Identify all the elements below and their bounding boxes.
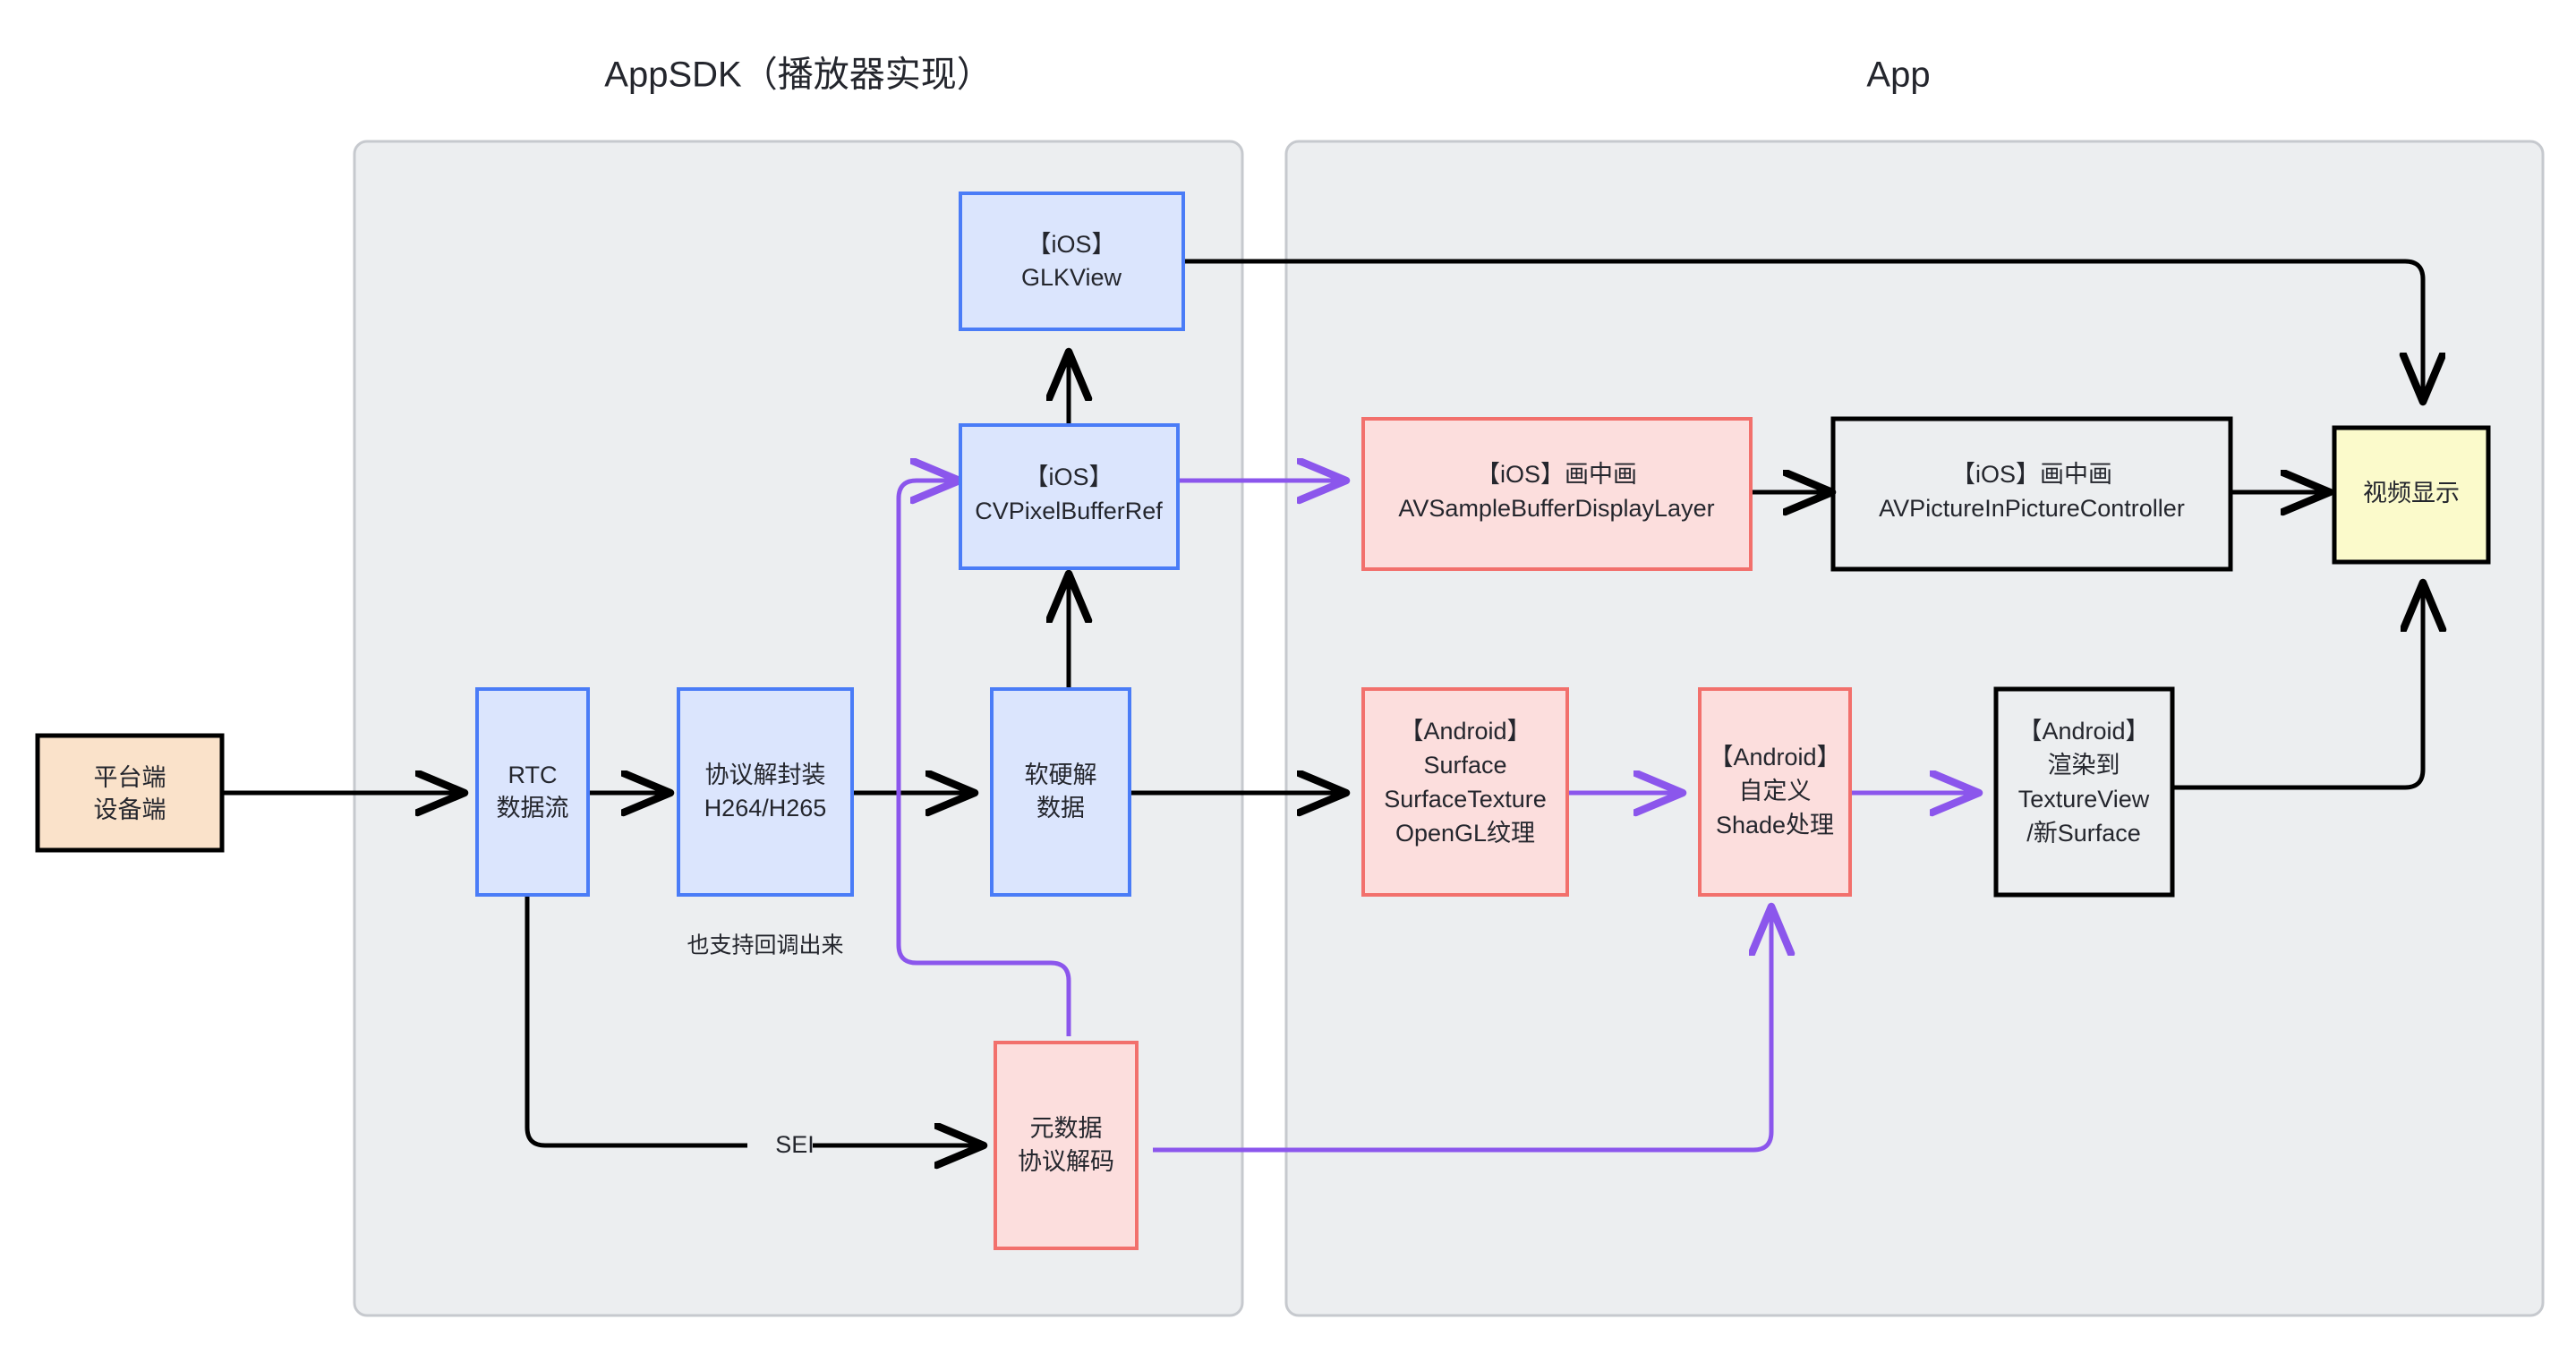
node-avsamplebufferdisplaylayer-line1: 【iOS】画中画 <box>1476 461 1637 488</box>
node-video-display-label: 视频显示 <box>2363 480 2460 506</box>
node-demux-line1: 协议解封装 <box>705 762 826 788</box>
node-android-render-line1: 【Android】 <box>2017 718 2149 745</box>
node-platform[interactable]: 平台端 设备端 <box>35 733 225 853</box>
node-rtc[interactable]: RTC 数据流 <box>475 687 590 897</box>
edge-metadata-to-android-shade <box>1153 906 1771 1153</box>
edge-glkview-to-video-display <box>1183 259 2423 403</box>
node-demux-line2: H264/H265 <box>704 795 827 821</box>
node-android-render[interactable]: 【Android】 渲染到 TextureView /新Surface <box>1993 686 2175 898</box>
node-rtc-line1: RTC <box>508 762 557 788</box>
node-glkview-line2: GLKView <box>1021 264 1122 291</box>
node-android-surface-line3: SurfaceTexture <box>1384 786 1547 813</box>
edge-android-render-to-video-display <box>2172 582 2423 790</box>
node-rtc-line2: 数据流 <box>497 795 569 821</box>
node-android-shade-line2: 自定义 <box>1739 778 1812 804</box>
node-android-shade-line3: Shade处理 <box>1716 812 1834 838</box>
panel-title-appsdk: AppSDK（播放器实现） <box>604 55 992 95</box>
node-cvpixelbufferref-line2: CVPixelBufferRef <box>975 498 1163 524</box>
node-cvpixelbufferref[interactable]: 【iOS】 CVPixelBufferRef <box>959 423 1180 570</box>
node-android-shade-line1: 【Android】 <box>1709 744 1840 770</box>
node-android-surface-line1: 【Android】 <box>1399 718 1531 745</box>
node-avpictureinpicturecontroller[interactable]: 【iOS】画中画 AVPictureInPictureController <box>1830 416 2233 572</box>
node-metadata-decode[interactable]: 元数据 协议解码 <box>994 1041 1139 1250</box>
node-video-display[interactable]: 视频显示 <box>2332 425 2491 565</box>
edge-label-sei: SEI <box>775 1131 815 1158</box>
node-avpictureinpicturecontroller-line1: 【iOS】画中画 <box>1951 461 2112 488</box>
node-android-render-line2: 渲染到 <box>2048 752 2120 779</box>
node-decode-line1: 软硬解 <box>1025 762 1097 788</box>
node-metadata-decode-line2: 协议解码 <box>1018 1148 1114 1175</box>
note-callback: 也支持回调出来 <box>687 933 843 958</box>
edge-metadata-to-pixelbuffer <box>896 481 1071 1036</box>
node-android-shade[interactable]: 【Android】 自定义 Shade处理 <box>1698 687 1852 897</box>
node-android-surface-line4: OpenGL纹理 <box>1395 820 1535 847</box>
node-demux[interactable]: 协议解封装 H264/H265 <box>677 687 854 897</box>
node-android-surface[interactable]: 【Android】 Surface SurfaceTexture OpenGL纹… <box>1361 687 1569 897</box>
node-cvpixelbufferref-line1: 【iOS】 <box>1024 464 1113 490</box>
node-metadata-decode-line1: 元数据 <box>1030 1115 1103 1142</box>
node-avsamplebufferdisplaylayer-line2: AVSampleBufferDisplayLayer <box>1398 495 1714 522</box>
node-platform-line2: 设备端 <box>94 796 166 823</box>
panel-title-app: App <box>1866 55 1930 95</box>
node-glkview-line1: 【iOS】 <box>1027 231 1115 258</box>
node-android-render-line4: /新Surface <box>2026 820 2141 847</box>
node-glkview[interactable]: 【iOS】 GLKView <box>959 192 1185 331</box>
node-decode[interactable]: 软硬解 数据 <box>990 687 1131 897</box>
edge-rtc-to-metadata-sei <box>525 895 747 1148</box>
node-avsamplebufferdisplaylayer[interactable]: 【iOS】画中画 AVSampleBufferDisplayLayer <box>1361 417 1753 571</box>
node-decode-line2: 数据 <box>1036 795 1085 821</box>
node-android-surface-line2: Surface <box>1423 752 1506 779</box>
node-android-render-line3: TextureView <box>2018 786 2150 813</box>
node-platform-line1: 平台端 <box>94 764 166 791</box>
node-avpictureinpicturecontroller-line2: AVPictureInPictureController <box>1879 495 2185 522</box>
